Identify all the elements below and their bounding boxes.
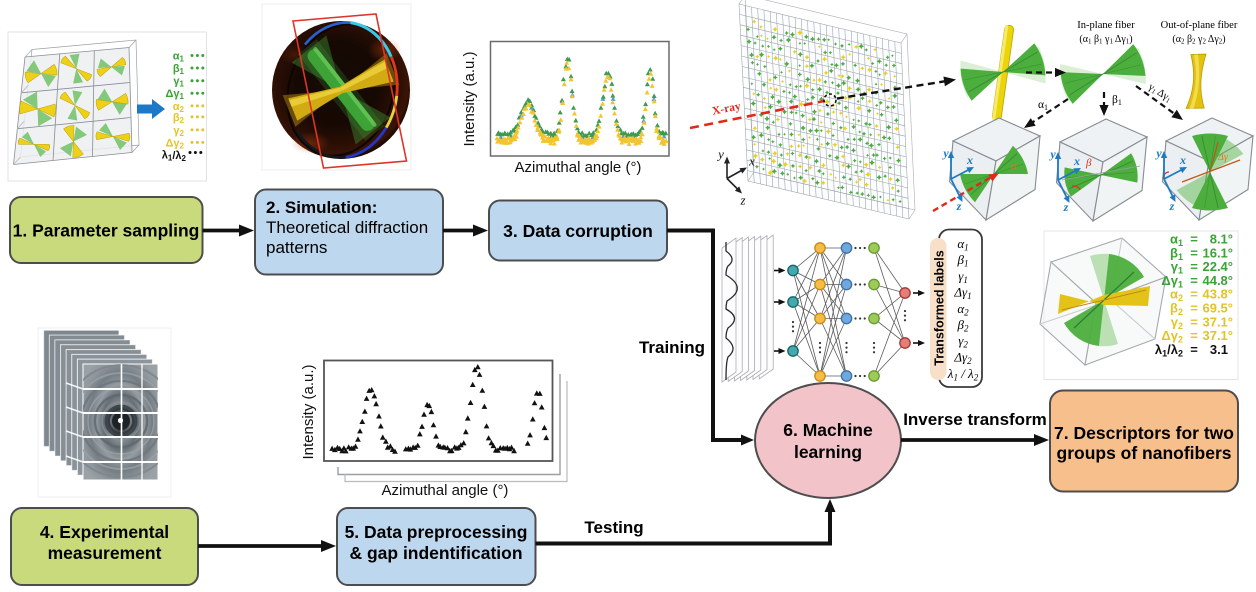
- svg-text:Theoretical diffraction: Theoretical diffraction: [266, 218, 428, 237]
- svg-text:α1: α1: [1038, 99, 1048, 112]
- svg-text:=: =: [1190, 342, 1198, 357]
- svg-text:γ2: γ2: [958, 333, 968, 350]
- svg-text:γ1: γ1: [173, 76, 184, 89]
- svg-text:λ1 / λ2: λ1 / λ2: [947, 366, 979, 383]
- svg-text:patterns: patterns: [266, 238, 327, 257]
- svg-text:Δγ1: Δγ1: [166, 88, 185, 101]
- svg-text:Out-of-plane fiber: Out-of-plane fiber: [1161, 20, 1238, 31]
- svg-text:Testing: Testing: [584, 518, 643, 537]
- svg-text:5. Data preprocessing: 5. Data preprocessing: [345, 522, 528, 542]
- svg-text:β2: β2: [173, 112, 185, 125]
- svg-text:Intensity (a.u.): Intensity (a.u.): [461, 51, 478, 146]
- svg-text:Inverse transform: Inverse transform: [903, 410, 1047, 429]
- svg-text:β: β: [1085, 157, 1092, 169]
- svg-text:y: y: [1154, 146, 1162, 160]
- svg-text:z: z: [1169, 199, 1175, 213]
- svg-text:x: x: [748, 154, 755, 169]
- svg-text:x: x: [1073, 154, 1080, 168]
- svg-text:=: =: [1190, 314, 1198, 329]
- svg-text:7. Descriptors for two: 7. Descriptors for two: [1054, 423, 1234, 443]
- svg-text:y: y: [716, 147, 724, 162]
- svg-text:α2: α2: [957, 301, 969, 318]
- svg-text:=: =: [1190, 232, 1198, 247]
- svg-text:3. Data corruption: 3. Data corruption: [503, 221, 653, 241]
- svg-text:Intensity (a.u.): Intensity (a.u.): [300, 364, 317, 459]
- svg-text:Transformed labels: Transformed labels: [933, 250, 947, 365]
- svg-text:37.1°: 37.1°: [1202, 314, 1233, 329]
- svg-text:Δγ: Δγ: [1217, 152, 1229, 163]
- svg-text:43.8°: 43.8°: [1202, 287, 1233, 302]
- svg-text:y: y: [941, 146, 949, 160]
- svg-text:z: z: [1063, 200, 1069, 214]
- svg-text:Δγ2: Δγ2: [1161, 328, 1183, 345]
- svg-text:Azimuthal angle (°): Azimuthal angle (°): [515, 159, 642, 176]
- svg-text:Δγ1: Δγ1: [953, 285, 971, 302]
- svg-text:Training: Training: [639, 338, 705, 357]
- svg-text:4. Experimental: 4. Experimental: [40, 522, 169, 542]
- svg-text:37.1°: 37.1°: [1202, 328, 1233, 343]
- svg-text:x: x: [1179, 153, 1186, 167]
- svg-text:69.5°: 69.5°: [1202, 301, 1233, 316]
- svg-text:α1: α1: [173, 51, 185, 64]
- svg-text:2. Simulation:: 2. Simulation:: [266, 198, 377, 217]
- svg-text:α1: α1: [957, 236, 968, 253]
- svg-text:β1: β1: [1112, 94, 1122, 107]
- svg-text:=: =: [1190, 301, 1198, 316]
- svg-text:λ1/λ2: λ1/λ2: [162, 150, 187, 163]
- svg-text:1. Parameter sampling: 1. Parameter sampling: [13, 221, 200, 241]
- svg-text:=: =: [1190, 287, 1198, 302]
- svg-text:λ1/λ2: λ1/λ2: [1155, 342, 1183, 359]
- svg-text:γ2: γ2: [173, 125, 184, 138]
- svg-text:=: =: [1190, 273, 1198, 288]
- svg-text:=: =: [1190, 259, 1198, 274]
- svg-text:Azimuthal angle (°): Azimuthal angle (°): [382, 482, 509, 499]
- svg-text:& gap indentification: & gap indentification: [349, 543, 522, 563]
- svg-text:β1: β1: [173, 63, 185, 76]
- svg-text:x: x: [966, 153, 973, 167]
- svg-text:learning: learning: [794, 442, 862, 462]
- svg-text:=: =: [1190, 245, 1198, 260]
- svg-text:6. Machine: 6. Machine: [783, 420, 873, 440]
- svg-text:groups of nanofibers: groups of nanofibers: [1057, 443, 1232, 463]
- svg-text:In-plane fiber: In-plane fiber: [1077, 20, 1135, 31]
- svg-text:z: z: [739, 193, 745, 208]
- svg-text:α: α: [1011, 160, 1017, 172]
- svg-text:measurement: measurement: [48, 543, 162, 563]
- svg-text:β1: β1: [957, 252, 969, 269]
- svg-text:y: y: [1048, 147, 1056, 161]
- svg-text:X-ray: X-ray: [711, 100, 742, 117]
- svg-text:Δγ2: Δγ2: [166, 137, 185, 150]
- svg-text:α2: α2: [173, 101, 185, 114]
- svg-text:8.1°: 8.1°: [1210, 232, 1233, 247]
- svg-text:=: =: [1190, 328, 1198, 343]
- svg-text:γ1: γ1: [958, 268, 968, 285]
- svg-text:Δγ1: Δγ1: [1161, 273, 1183, 290]
- svg-text:(α2 β2 γ2 Δγ2): (α2 β2 γ2 Δγ2): [1172, 34, 1225, 46]
- svg-text:22.4°: 22.4°: [1202, 259, 1233, 274]
- svg-text:3.1: 3.1: [1210, 342, 1228, 357]
- svg-text:(α1 β1 γ1 Δγ1): (α1 β1 γ1 Δγ1): [1079, 34, 1132, 46]
- svg-text:44.8°: 44.8°: [1202, 273, 1233, 288]
- svg-text:16.1°: 16.1°: [1202, 245, 1233, 260]
- svg-text:z: z: [956, 199, 962, 213]
